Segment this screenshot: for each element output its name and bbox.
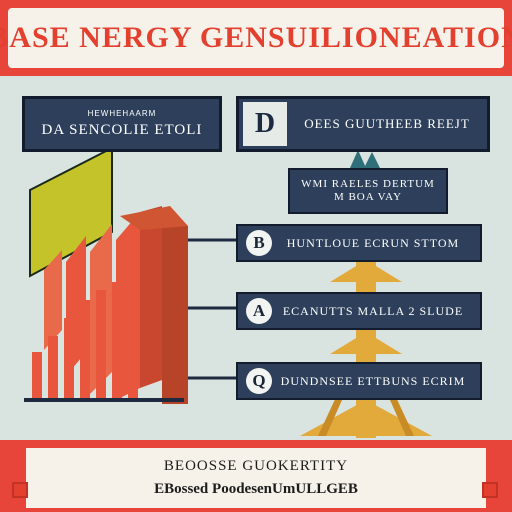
info-box-left-caption: HEWHEHAARM (87, 109, 157, 118)
step-box-2: A ECANUTTS MALLA 2 SLUDE (236, 292, 482, 330)
title-panel: BASE NERGY GENSUILIONEATION (0, 8, 512, 68)
step-label-3: DUNDNSEE ETTBUNS ECRIM (280, 373, 466, 388)
info-box-middle-line1: WMI RAELES DERTUM (301, 178, 435, 190)
info-box-middle-line2: M BOA VAY (333, 191, 403, 203)
corner-square-icon-left (12, 482, 28, 498)
info-box-middle: WMI RAELES DERTUM M BOA VAY (288, 168, 448, 214)
bar-columns-icon (24, 276, 184, 402)
step-badge-2: A (246, 298, 272, 324)
info-box-right: D OEES GUUTHEEB REEJT (236, 96, 490, 152)
pylon-tower-icon (300, 260, 432, 438)
step-box-1: B HUNTLOUE ECRUN STTOM (236, 224, 482, 262)
triangle-marker-1 (350, 150, 366, 168)
info-box-right-label: OEES GUUTHEEB REEJT (304, 116, 470, 131)
corner-square-icon-right (482, 482, 498, 498)
step-label-2: ECANUTTS MALLA 2 SLUDE (282, 303, 464, 318)
footer-panel: BEOOSSE GUOKERTITY EBossed PoodesenUmULL… (26, 448, 486, 508)
triangle-marker-2 (364, 152, 380, 168)
footer-line-2: EBossed PoodesenUmULLGEB (154, 481, 358, 497)
info-box-left: HEWHEHAARM DA SENCOLIE ETOLI (22, 96, 222, 152)
footer-line-1: BEOOSSE GUOKERTITY (163, 458, 349, 474)
logo-icon: D (243, 102, 287, 146)
page-title: BASE NERGY GENSUILIONEATION (0, 21, 512, 54)
step-badge-1: B (246, 230, 272, 256)
info-box-left-heading: DA SENCOLIE ETOLI (41, 122, 203, 138)
step-label-1: HUNTLOUE ECRUN STTOM (286, 235, 460, 250)
step-badge-3: Q (246, 368, 272, 394)
step-box-3: Q DUNDNSEE ETTBUNS ECRIM (236, 362, 482, 400)
